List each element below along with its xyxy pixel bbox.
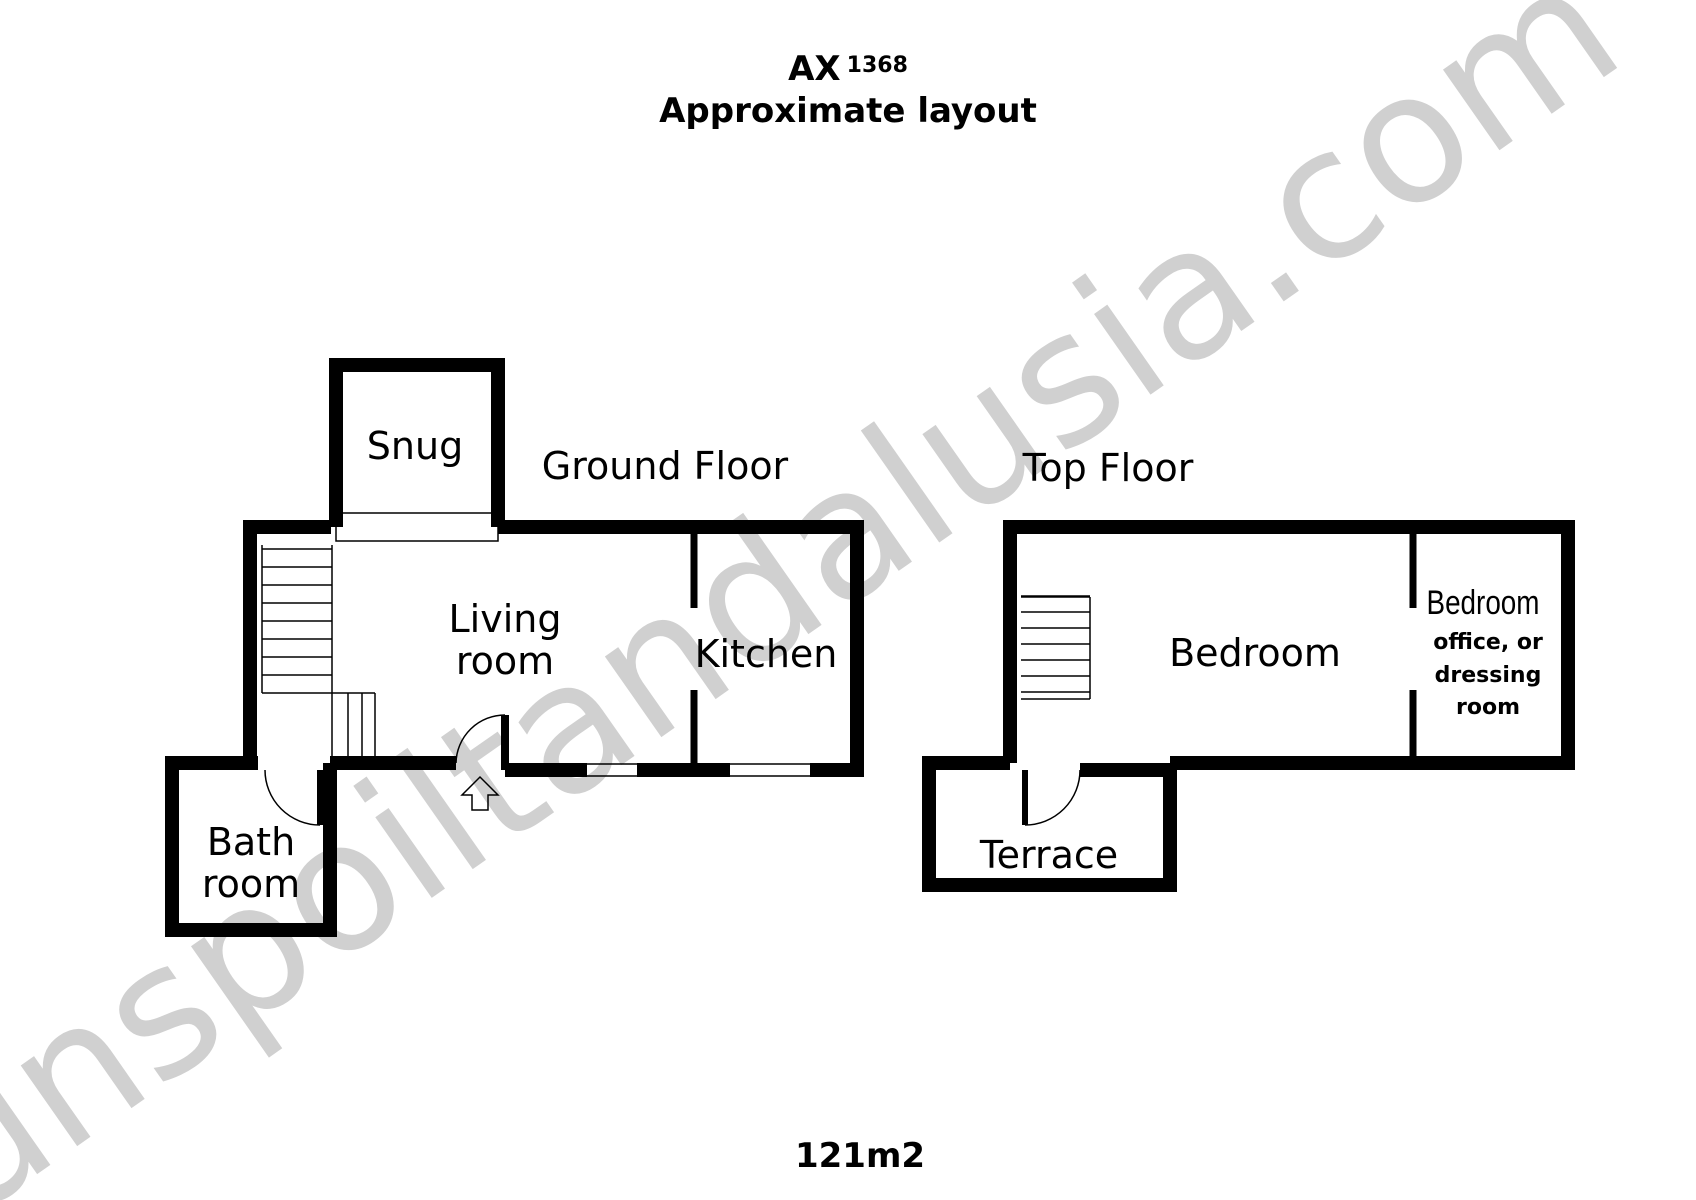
plan-subtitle: Approximate layout: [659, 91, 1037, 131]
ground-main-walls-top-right: [498, 520, 864, 777]
snug-walls: [329, 358, 505, 527]
top-main-walls: [1003, 520, 1575, 770]
plan-code-prefix: AX: [788, 49, 841, 89]
entrance-arrow-icon: [460, 775, 500, 811]
entrance-door-swing: [455, 714, 506, 764]
ground-floor-plan: [165, 358, 864, 937]
room-label-bedroom2-line3: room: [1456, 695, 1520, 720]
terrace-walls: [922, 756, 1177, 892]
top-floor-title: Top Floor: [1022, 446, 1194, 490]
top-floor-plan: [922, 520, 1575, 892]
room-label-bedroom2-line1: office, or: [1433, 630, 1543, 655]
room-label-kitchen: Kitchen: [695, 632, 838, 676]
ground-floor-labels: Ground Floor Snug Living room Kitchen Ba…: [202, 424, 838, 906]
room-label-living-line1: Living: [449, 597, 562, 641]
top-floor-labels: Top Floor Bedroom Bedroom office, or dre…: [979, 446, 1543, 877]
total-area: 121m2: [795, 1136, 925, 1176]
terrace-door-swing: [1024, 769, 1081, 826]
room-label-terrace: Terrace: [979, 833, 1118, 877]
ground-stairs: [261, 545, 376, 757]
room-label-bedroom-main: Bedroom: [1169, 631, 1341, 675]
ground-floor-title: Ground Floor: [542, 444, 789, 488]
top-stairs: [1021, 595, 1091, 700]
room-label-living-line2: room: [456, 639, 554, 683]
plan-code-number: 1368: [847, 53, 908, 78]
ground-windows: [335, 512, 810, 777]
room-label-bath-line2: room: [202, 862, 300, 906]
room-label-bedroom2: Bedroom: [1427, 584, 1540, 622]
bathroom-door-swing: [264, 769, 321, 826]
room-label-bedroom2-line2: dressing: [1435, 663, 1542, 688]
room-label-bath-line1: Bath: [207, 820, 295, 864]
bathroom-walls: [165, 756, 337, 937]
room-label-snug: Snug: [367, 424, 463, 468]
ground-main-walls-top: [243, 520, 331, 763]
